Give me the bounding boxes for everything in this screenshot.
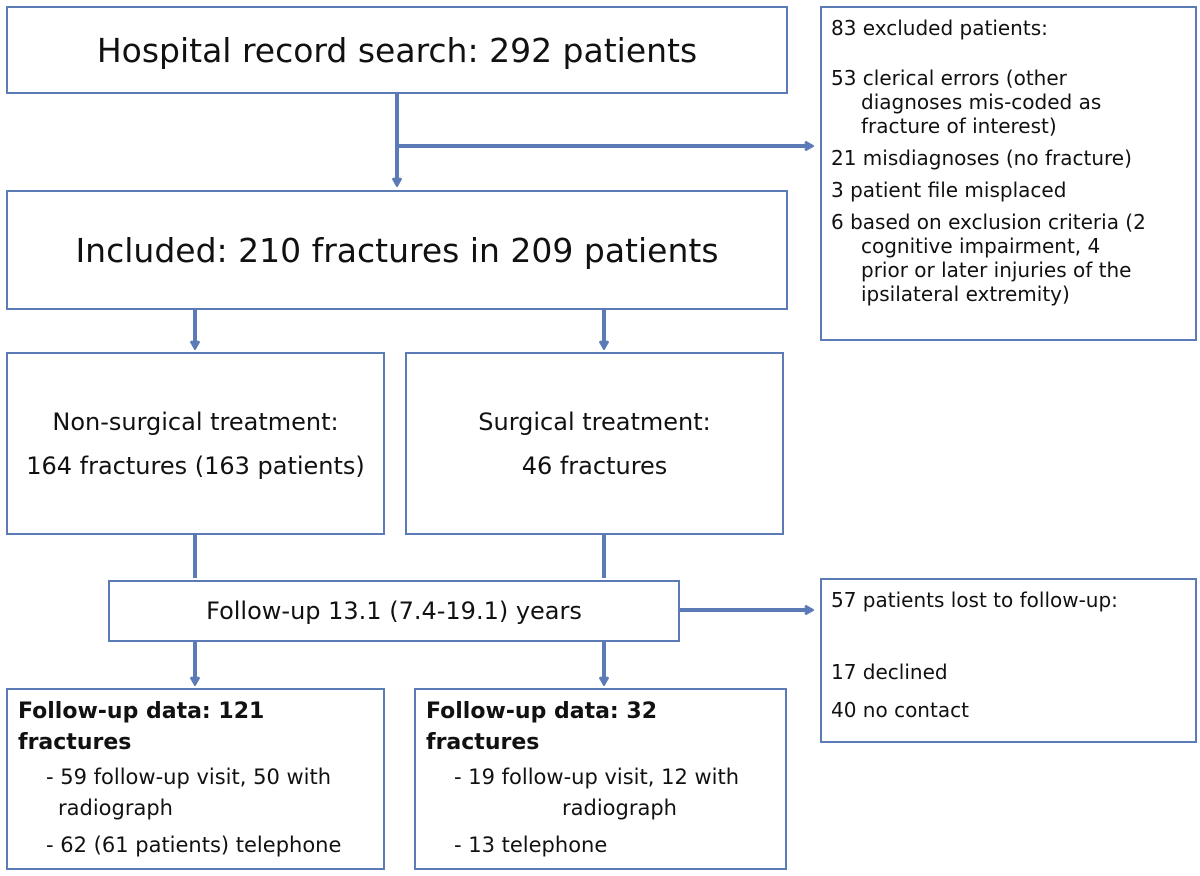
excluded-item-text: 6 based on exclusion criteria (2 bbox=[831, 210, 1146, 234]
excluded-item-text-cont: diagnoses mis-coded as bbox=[861, 90, 1102, 114]
lost-item-no-contact: 40 no contact bbox=[831, 698, 969, 722]
excluded-item-text-cont: ipsilateral extremity) bbox=[861, 282, 1070, 306]
excluded-item-text-cont: cognitive impairment, 4 bbox=[861, 234, 1101, 258]
data-right-visit: - 19 follow-up visit, 12 with bbox=[454, 765, 740, 789]
excluded-item: 3 patient file misplaced bbox=[831, 178, 1187, 202]
followup-box: Follow-up 13.1 (7.4-19.1) years bbox=[108, 580, 680, 642]
search-box-text: Hospital record search: 292 patients bbox=[96, 30, 698, 70]
data-right-telephone: - 13 telephone bbox=[454, 833, 608, 857]
data-left-heading: Follow-up data: 121 fractures bbox=[18, 699, 265, 755]
surgical-line2: 46 fractures bbox=[521, 451, 668, 480]
included-box-text: Included: 210 fractures in 209 patients bbox=[75, 230, 719, 270]
data-left-visit-cont: radiograph bbox=[58, 796, 173, 820]
excluded-title: 83 excluded patients: bbox=[831, 16, 1048, 40]
lost-box: 57 patients lost to follow-up: 17 declin… bbox=[820, 578, 1197, 743]
included-box: Included: 210 fractures in 209 patients bbox=[6, 190, 788, 310]
lost-title: 57 patients lost to follow-up: bbox=[831, 588, 1118, 612]
surgical-box: Surgical treatment: 46 fractures bbox=[405, 352, 784, 535]
followup-text: Follow-up 13.1 (7.4-19.1) years bbox=[206, 597, 582, 625]
data-left-telephone: - 62 (61 patients) telephone bbox=[46, 833, 342, 857]
nonsurgical-line1: Non-surgical treatment: bbox=[52, 407, 339, 436]
excluded-item-text-cont: fracture of interest) bbox=[861, 114, 1057, 138]
excluded-item: 21 misdiagnoses (no fracture) bbox=[831, 146, 1187, 170]
data-left-box: Follow-up data: 121 fractures - 59 follo… bbox=[6, 688, 385, 870]
excluded-box: 83 excluded patients: 53 clerical errors… bbox=[820, 6, 1197, 341]
data-left-visit: - 59 follow-up visit, 50 with bbox=[46, 765, 332, 789]
data-right-heading: Follow-up data: 32 fractures bbox=[426, 699, 657, 755]
data-right-box: Follow-up data: 32 fractures - 19 follow… bbox=[414, 688, 787, 870]
excluded-item-text: 21 misdiagnoses (no fracture) bbox=[831, 146, 1132, 170]
excluded-item-text: 53 clerical errors (other bbox=[831, 66, 1067, 90]
nonsurgical-box: Non-surgical treatment: 164 fractures (1… bbox=[6, 352, 385, 535]
lost-item-declined: 17 declined bbox=[831, 660, 948, 684]
excluded-item-text-cont: prior or later injuries of the bbox=[861, 258, 1132, 282]
surgical-line1: Surgical treatment: bbox=[478, 407, 711, 436]
nonsurgical-line2: 164 fractures (163 patients) bbox=[26, 451, 365, 480]
search-box: Hospital record search: 292 patients bbox=[6, 6, 788, 94]
data-right-visit-cont: radiograph bbox=[562, 796, 677, 820]
excluded-item-text: 3 patient file misplaced bbox=[831, 178, 1067, 202]
